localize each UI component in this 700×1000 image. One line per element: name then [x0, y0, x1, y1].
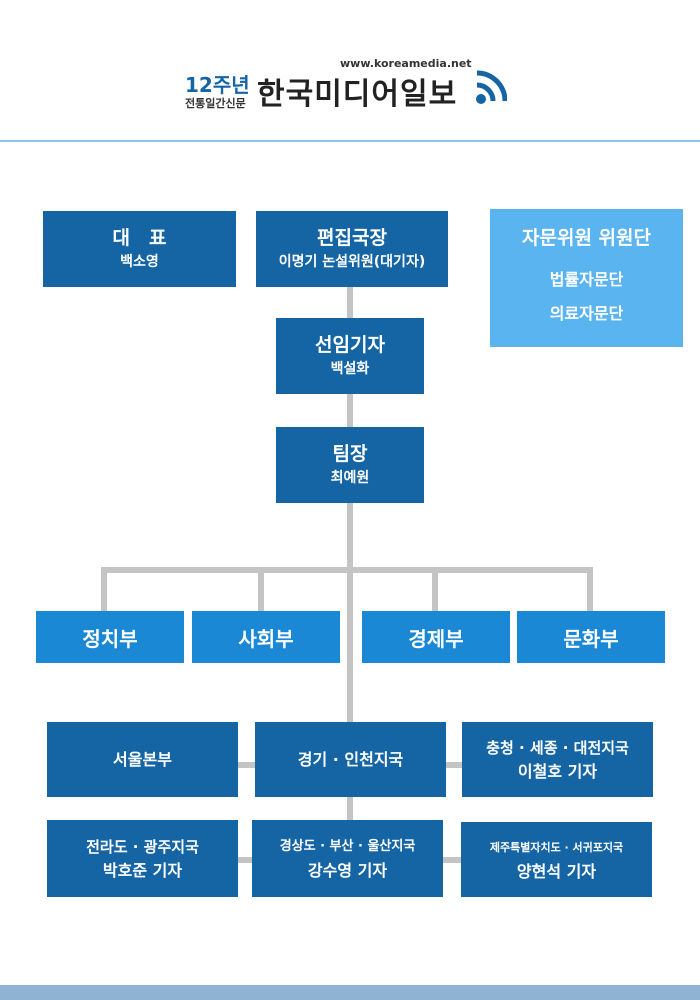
signal-icon [476, 70, 507, 104]
bureau-box: 충청 · 세종 · 대전지국 이철호 기자 [462, 722, 653, 797]
ceo-name: 백소영 [120, 254, 159, 270]
logo-anniversary: 12주년 [185, 73, 250, 97]
connector-dept [587, 567, 593, 611]
header-divider [0, 140, 700, 142]
bureau-title: 경상도 · 부산 · 울산지국 [279, 838, 416, 854]
bureau-title: 전라도 · 광주지국 [86, 837, 199, 856]
editor-name: 이명기 논설위원(대기자) [278, 254, 426, 270]
advisory-item: 법률자문단 [549, 270, 624, 289]
connector-dept [432, 567, 438, 611]
dept-politics: 정치부 [36, 611, 184, 663]
bureau-title: 경기 · 인천지국 [297, 749, 404, 769]
bureau-title: 제주특별자치도 · 서귀포지국 [489, 840, 624, 854]
lead-name: 최예원 [330, 470, 370, 486]
bureau-name: 이철호 기자 [517, 761, 598, 781]
bureau-box: 경기 · 인천지국 [255, 722, 446, 797]
editor-box: 편집국장 이명기 논설위원(대기자) [256, 211, 448, 287]
editor-title: 편집국장 [317, 227, 387, 249]
advisory-box: 자문위원 위원단 법률자문단 의료자문단 [490, 209, 683, 347]
ceo-title: 대 표 [112, 227, 167, 249]
senior-name: 백설화 [330, 361, 370, 377]
dept-culture: 문화부 [517, 611, 665, 663]
bureau-box: 제주특별자치도 · 서귀포지국 양현석 기자 [461, 822, 652, 897]
dept-society: 사회부 [192, 611, 340, 663]
bureau-name: 양현석 기자 [516, 861, 597, 881]
logo-url: www.koreamedia.net [340, 57, 472, 70]
connector-dept [101, 567, 107, 611]
senior-title: 선임기자 [315, 334, 385, 356]
dept-economy: 경제부 [362, 611, 510, 663]
connector-dept [258, 567, 264, 611]
lead-title: 팀장 [332, 443, 368, 465]
logo: www.koreamedia.net 12주년 전통일간신문 한국미디어일보 [185, 55, 515, 115]
bureau-box: 서울본부 [47, 722, 238, 797]
connector-departments [101, 567, 593, 573]
bureau-title: 충청 · 세종 · 대전지국 [486, 738, 629, 757]
bureau-name: 강수영 기자 [307, 860, 388, 880]
bureau-name: 박호준 기자 [102, 860, 183, 880]
logo-name: 한국미디어일보 [257, 77, 458, 112]
senior-box: 선임기자 백설화 [276, 318, 424, 394]
advisory-title: 자문위원 위원단 [522, 227, 651, 249]
ceo-box: 대 표 백소영 [43, 211, 236, 287]
footer-bar [0, 985, 700, 1000]
bureau-title: 서울본부 [113, 749, 172, 769]
lead-box: 팀장 최예원 [276, 427, 424, 503]
bureau-box: 경상도 · 부산 · 울산지국 강수영 기자 [252, 820, 443, 897]
bureau-box: 전라도 · 광주지국 박호준 기자 [47, 820, 238, 897]
connector-vertical-main [347, 287, 353, 820]
advisory-item: 의료자문단 [549, 304, 624, 323]
logo-tagline: 전통일간신문 [185, 97, 246, 110]
